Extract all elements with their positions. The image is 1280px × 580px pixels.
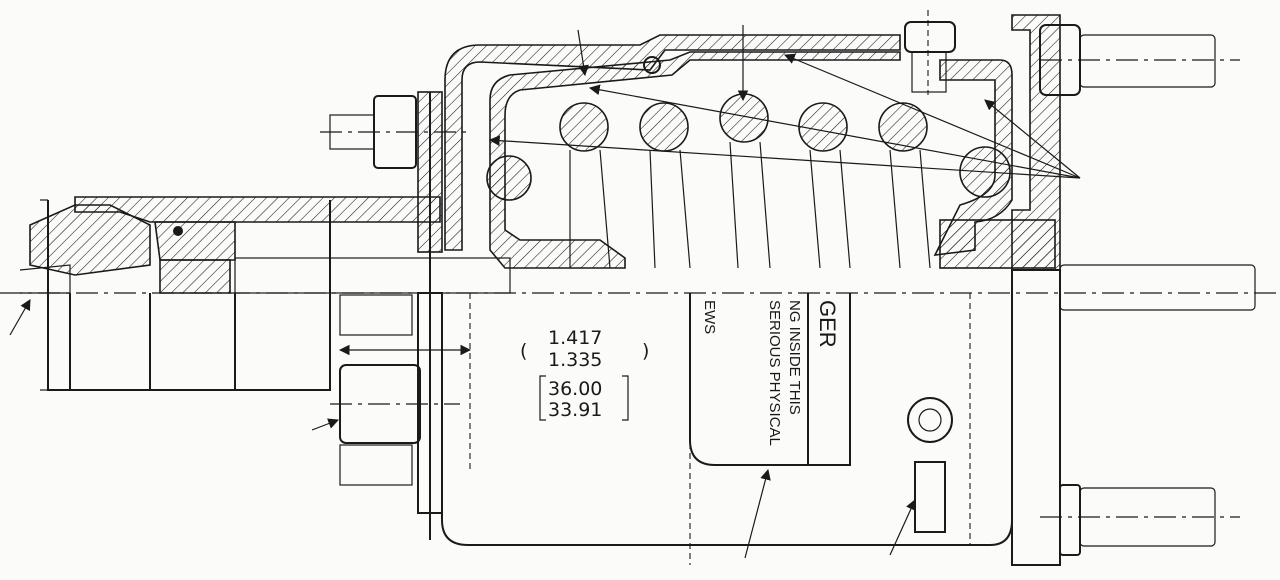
lower-mounting-bolt bbox=[330, 294, 460, 486]
dimension-metric-upper: 36.00 bbox=[548, 378, 602, 400]
cap-screw-top bbox=[904, 10, 956, 95]
stud-center bbox=[1059, 264, 1256, 311]
breather-slot bbox=[914, 461, 946, 533]
o-ring bbox=[173, 226, 183, 236]
warning-label: GER NG INSIDE THIS SERIOUS PHYSICAL EWS bbox=[689, 293, 851, 466]
dimension-upper: 1.417 bbox=[548, 327, 602, 349]
rod-body bbox=[234, 257, 511, 294]
warning-header: GER bbox=[815, 300, 840, 348]
housing-shell-section bbox=[444, 34, 901, 251]
warning-label-outline bbox=[689, 293, 851, 466]
spring-housing bbox=[444, 34, 901, 269]
leader-lines bbox=[9, 25, 1081, 559]
left-rod-assembly bbox=[19, 196, 511, 391]
warning-line-1: NG INSIDE THIS bbox=[786, 300, 803, 415]
lower-body bbox=[441, 293, 1013, 565]
lower-housing-outline bbox=[441, 293, 1013, 546]
plug-fitting bbox=[907, 397, 953, 443]
inner-shell-section bbox=[489, 51, 901, 269]
pressure-plate-section bbox=[939, 219, 1056, 269]
dimension-callout: ( 1.417 1.335 ) 36.00 33.91 bbox=[338, 327, 649, 421]
dimension-close-paren: ) bbox=[642, 340, 649, 362]
dimension-open-paren: ( bbox=[520, 340, 527, 362]
dimension-metric-lower: 33.91 bbox=[548, 399, 602, 421]
warning-line-3: EWS bbox=[701, 300, 718, 334]
right-studs bbox=[1039, 24, 1256, 556]
right-end-cap bbox=[933, 14, 1061, 566]
spring-coils bbox=[486, 93, 1011, 269]
warning-line-2: SERIOUS PHYSICAL bbox=[766, 300, 783, 446]
stud-nut-bottom bbox=[1059, 484, 1081, 556]
seal-housing-section bbox=[154, 221, 236, 261]
bushing-section bbox=[159, 259, 231, 294]
stud-top bbox=[1079, 34, 1216, 88]
dimension-lower: 1.335 bbox=[548, 349, 602, 371]
